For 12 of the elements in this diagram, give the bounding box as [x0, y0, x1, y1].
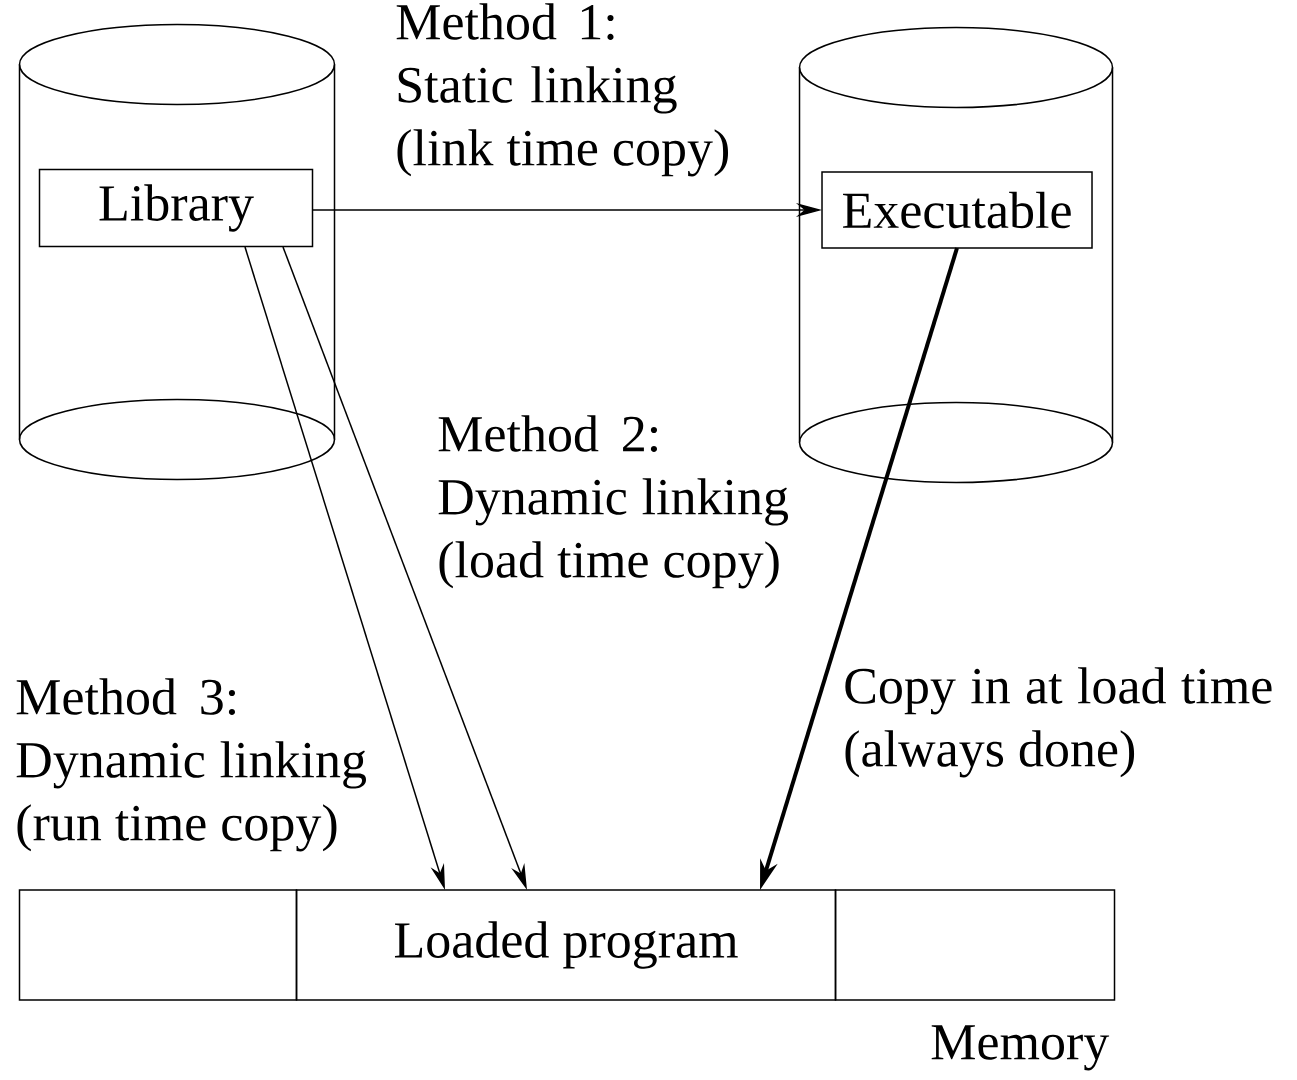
annotation-text: Method 2: Dynamic linking (load time copy) — [438, 415, 788, 589]
box: Executable — [821, 171, 1093, 249]
cylinder — [798, 26, 1114, 484]
annotation-text: Copy in at load time (always done) — [845, 667, 1272, 778]
box: Library — [38, 168, 314, 248]
annotation-text: Method 3: Dynamic linking (run time copy) — [16, 678, 366, 852]
memory-cell — [834, 889, 1116, 1001]
annotation-text: Method 1: Static linking (link time copy) — [396, 3, 728, 177]
memory-cell — [18, 889, 298, 1001]
annotation-text: Memory — [931, 1025, 1110, 1071]
cylinder — [18, 23, 336, 481]
memory-cell: Loaded program — [295, 889, 837, 1001]
